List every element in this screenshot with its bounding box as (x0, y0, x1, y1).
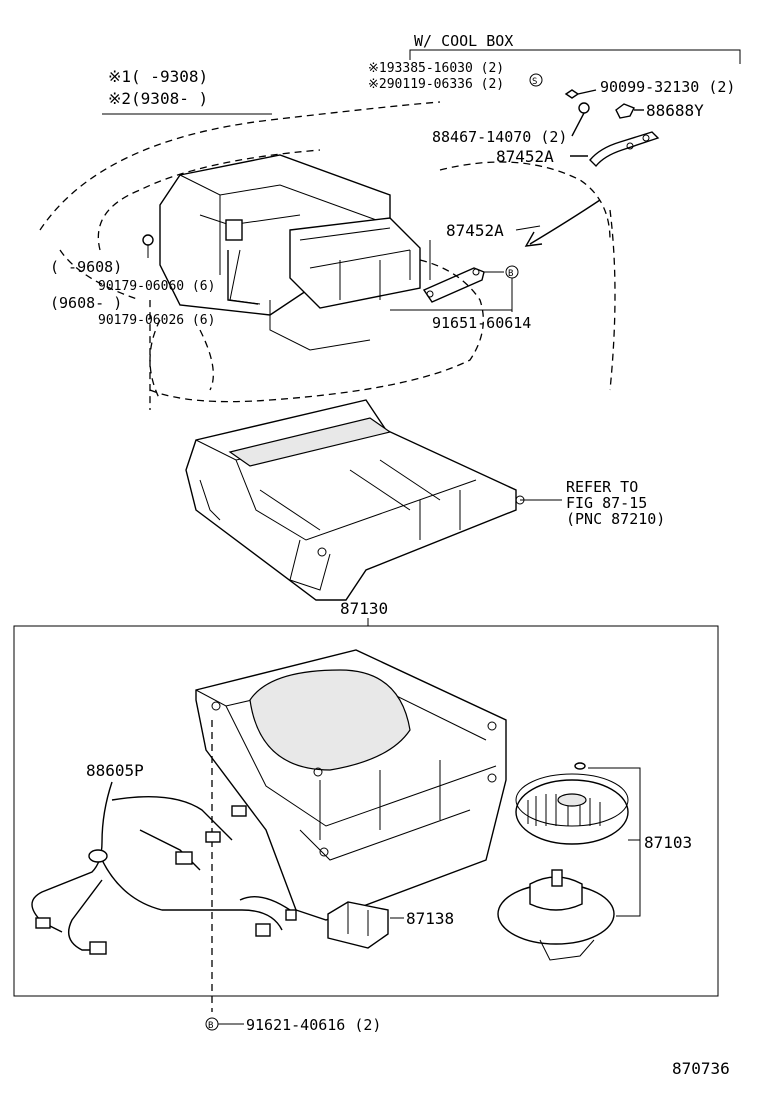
cool-box-bracket: W/ COOL BOX (409, 32, 741, 64)
nut-88467-icon (571, 102, 590, 137)
blower-motor-drawing (497, 869, 615, 961)
dashboard-outline (39, 101, 616, 410)
svg-text:B: B (508, 269, 513, 279)
range-9608-start: (9608- ) (50, 294, 122, 312)
nut-90179-icon (142, 234, 259, 305)
part-193385: ※193385-16030 (2) (368, 61, 504, 76)
part-87452a-top: 87452A (496, 147, 554, 166)
leader-87103 (588, 767, 641, 917)
note-1: ※1( -9308) (108, 67, 208, 86)
screw-90099-icon (564, 89, 597, 99)
mark-s-icon: S (529, 73, 543, 87)
svg-text:S: S (532, 77, 537, 87)
part-88467: 88467-14070 (2) (432, 128, 567, 146)
part-87130: 87130 (340, 599, 388, 618)
upper-unit-drawing (159, 154, 431, 351)
figure-number: 870736 (672, 1059, 730, 1078)
part-87138: 87138 (406, 909, 454, 928)
part-90179-06026: 90179-06026 (6) (98, 313, 215, 328)
part-90099: 90099-32130 (2) (600, 78, 735, 96)
blower-assembly-frame (13, 625, 719, 997)
resistor-87138-drawing (327, 901, 404, 949)
part-88605p: 88605P (86, 761, 144, 780)
part-91651: 91651-60614 (432, 314, 531, 332)
mark-b-icon-2: B (205, 1017, 244, 1031)
wire-harness-drawing (31, 781, 297, 955)
cool-box-header: W/ COOL BOX (414, 32, 513, 50)
part-88688y: 88688Y (646, 101, 704, 120)
refer-line-2: FIG 87-15 (566, 494, 647, 512)
part-87452a-mid: 87452A (446, 221, 504, 240)
note-2: ※2(9308- ) (108, 89, 208, 108)
leader-87452a-mid (515, 225, 541, 231)
bracket-87452a-mid-icon (422, 267, 504, 303)
refer-line-1: REFER TO (566, 478, 638, 496)
part-90179-06060: 90179-06060 (6) (98, 279, 215, 294)
clip-88688y-icon (615, 103, 644, 119)
clip-87103-icon (574, 762, 586, 770)
refer-line-3: (PNC 87210) (566, 510, 665, 528)
bracket-87452a-top-icon (570, 131, 660, 168)
part-91621: 91621-40616 (2) (246, 1016, 381, 1034)
blower-case-drawing (195, 649, 507, 921)
svg-text:B: B (208, 1021, 213, 1031)
direction-arrow-icon (524, 199, 601, 247)
middle-unit-drawing (185, 399, 562, 601)
mark-b-icon-1: B (390, 265, 519, 312)
part-87103: 87103 (644, 833, 692, 852)
range-9608-end: ( -9608) (50, 258, 122, 276)
part-290119: ※290119-06336 (2) (368, 77, 504, 92)
blower-fan-drawing (515, 773, 629, 845)
